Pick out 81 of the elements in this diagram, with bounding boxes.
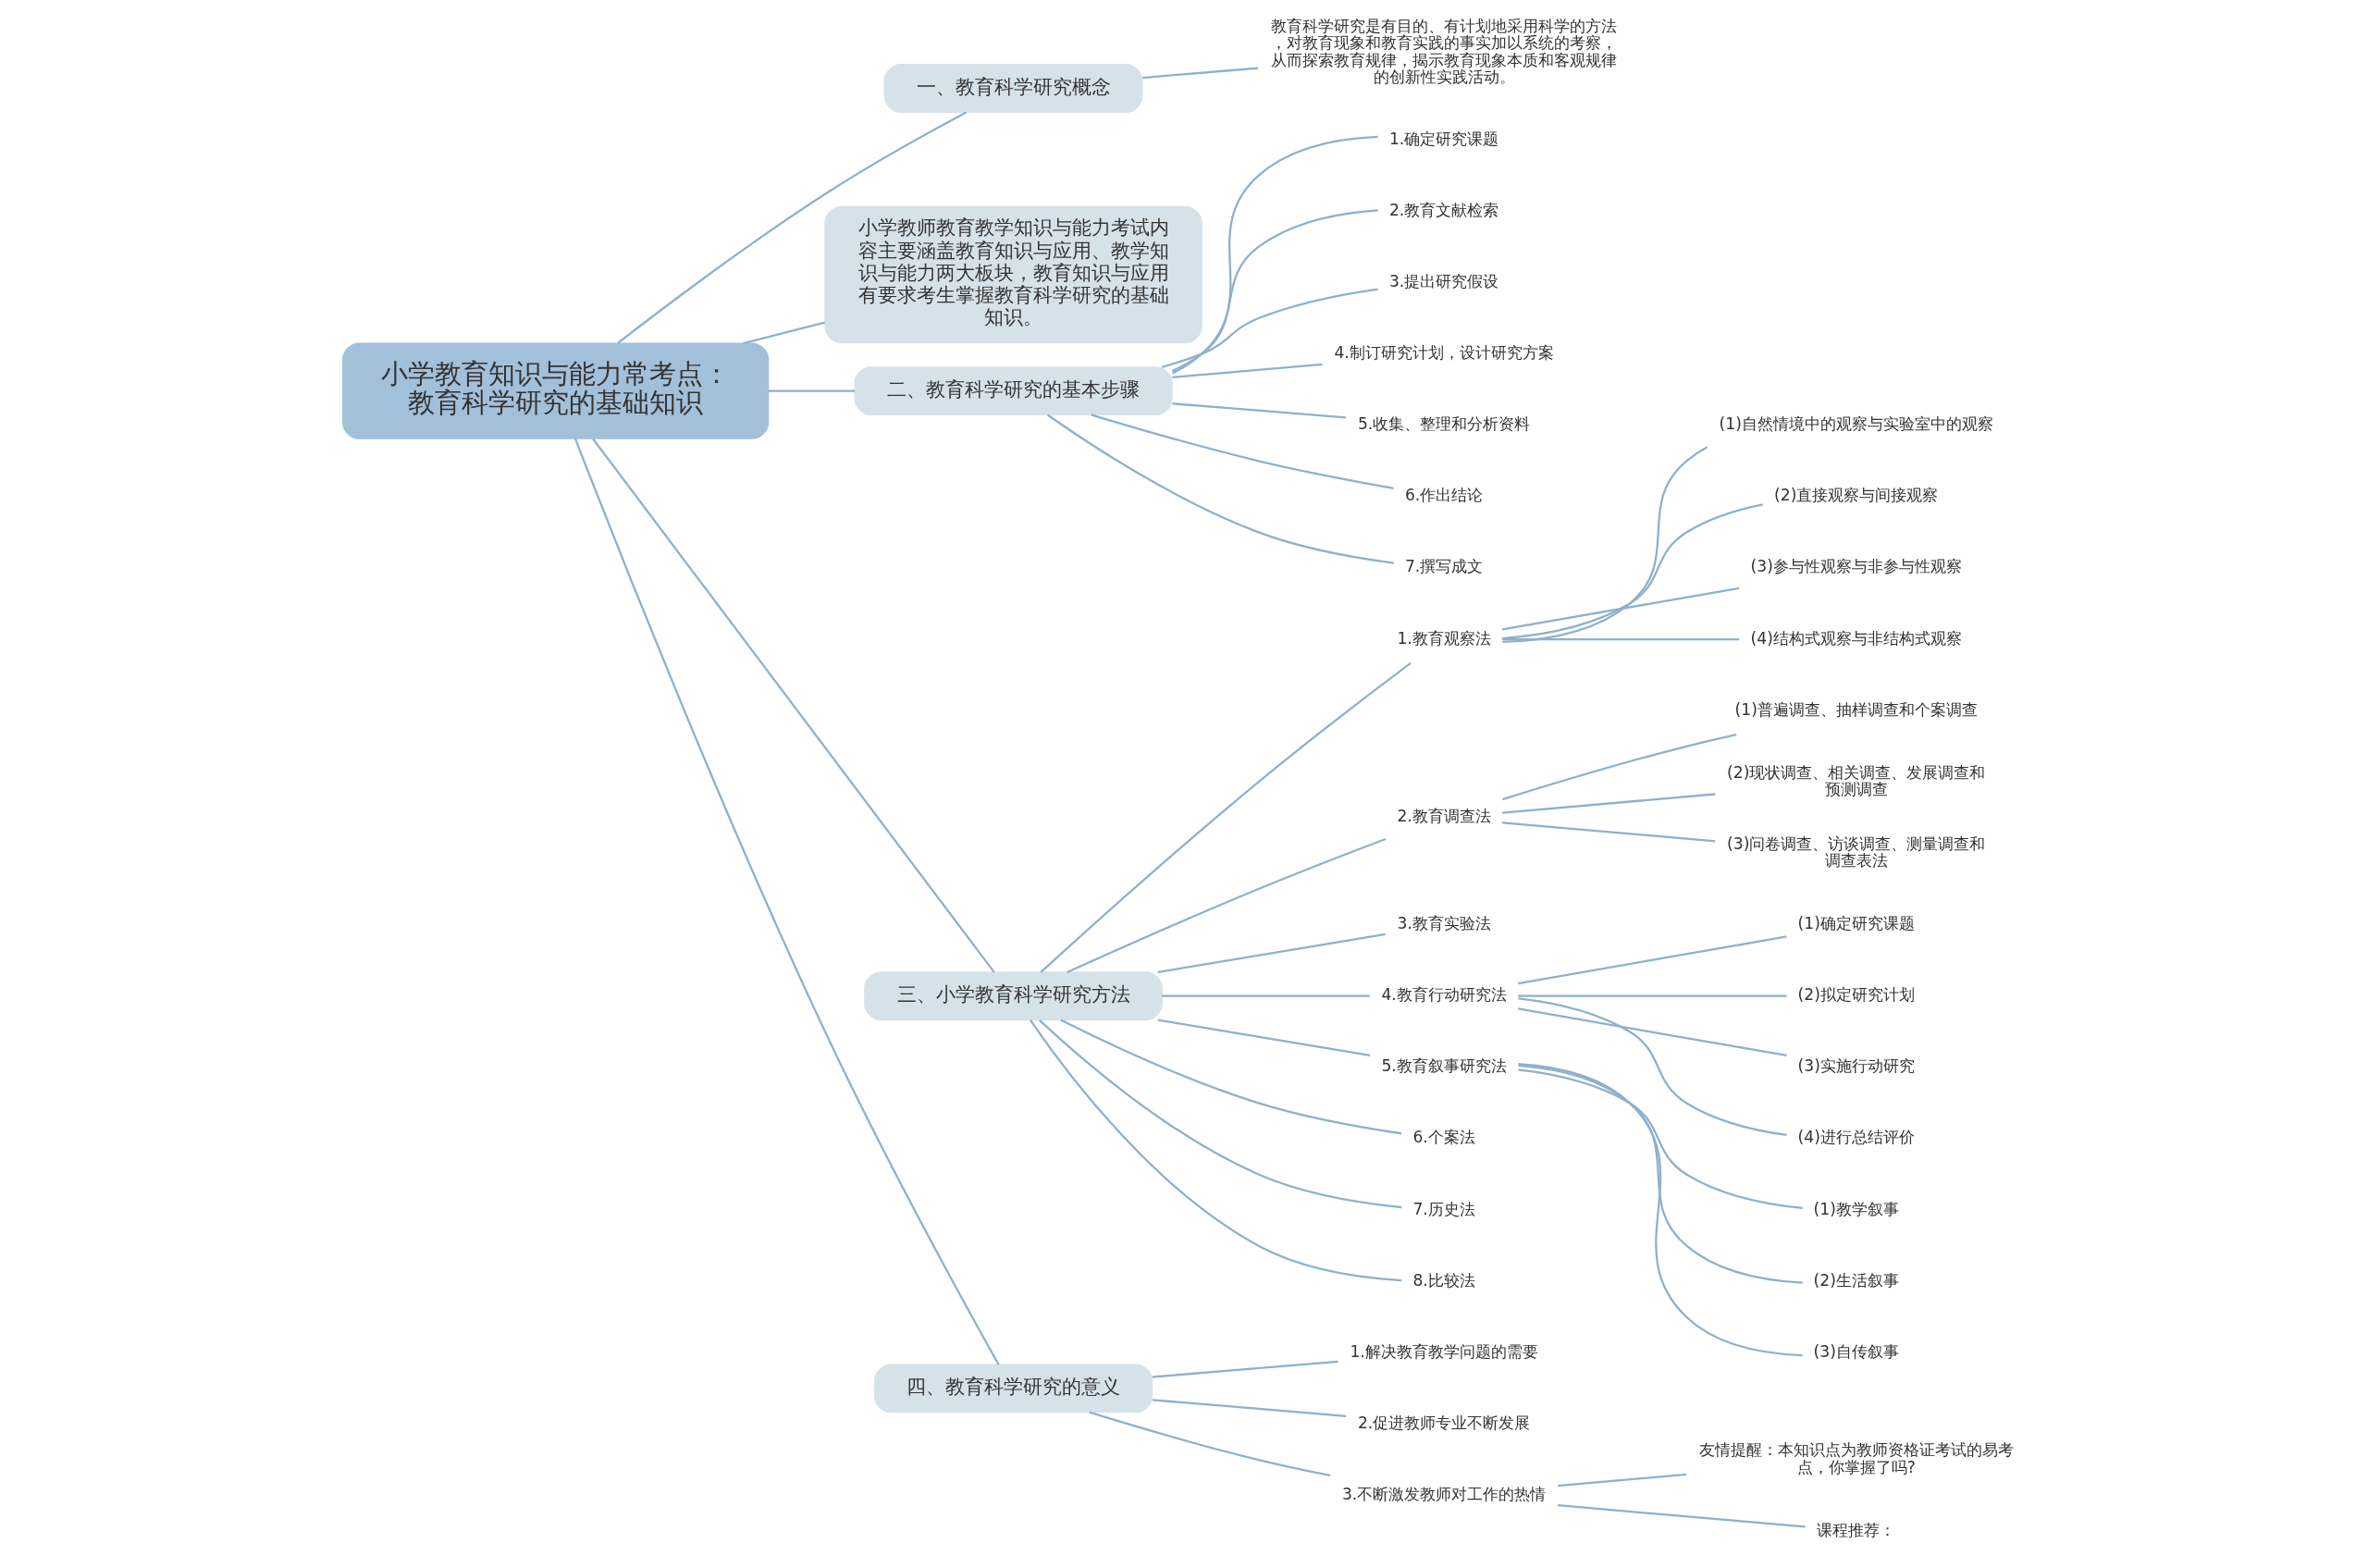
connector bbox=[574, 438, 1000, 1365]
node-text: (4)结构式观察与非结构式观察 bbox=[1750, 628, 1962, 648]
connector bbox=[1501, 733, 1736, 801]
node-text: 友情提醒：本知识点为教师资格证考试的易考点，你掌握了吗? bbox=[1698, 1440, 2014, 1476]
node-text: 1.解决教育教学问题的需要 bbox=[1349, 1341, 1538, 1361]
connector bbox=[1066, 837, 1386, 973]
connector bbox=[1038, 1019, 1401, 1209]
node-text: 2.促进教师专业不断发展 bbox=[1357, 1413, 1530, 1432]
node-box: 一、教育科学研究概念 bbox=[883, 64, 1142, 113]
node-text: (2)直接观察与间接观察 bbox=[1773, 486, 1938, 505]
node-text: (2)生活叙事 bbox=[1813, 1270, 1899, 1290]
connector bbox=[1517, 994, 1786, 997]
connector bbox=[1152, 1360, 1338, 1378]
connector bbox=[1501, 793, 1715, 814]
node-box: 小学教师教育教学知识与能力考试内容主要涵盖教育知识与应用、教学知识与能力两大板块，教育知识与应用有要求考生掌握教育科学研究的基础知识。 bbox=[823, 205, 1202, 344]
node-text: (3)实施行动研究 bbox=[1797, 1056, 1915, 1076]
connector bbox=[1161, 288, 1378, 368]
connector bbox=[1517, 1068, 1803, 1210]
node-text: 7.历史法 bbox=[1412, 1199, 1475, 1218]
connector bbox=[591, 438, 995, 973]
node-text: (3)问卷调查、访谈调查、测量调查和调查表法 bbox=[1726, 833, 1985, 870]
connector bbox=[1161, 994, 1370, 997]
connector bbox=[1171, 135, 1378, 375]
node-text: 2.教育文献检索 bbox=[1388, 200, 1498, 219]
node-text: (1)教学叙事 bbox=[1813, 1199, 1899, 1218]
node-text: (1)自然情境中的观察与实验室中的观察 bbox=[1719, 414, 1993, 434]
node-text: 5.收集、整理和分析资料 bbox=[1357, 414, 1530, 434]
connector bbox=[1517, 997, 1787, 1136]
node-text: 1.教育观察法 bbox=[1396, 628, 1491, 648]
node-text: 2.教育调查法 bbox=[1396, 807, 1491, 826]
connector bbox=[1088, 1411, 1330, 1477]
node-box: 二、教育科学研究的基本步骤 bbox=[853, 366, 1173, 416]
connector bbox=[1157, 932, 1386, 974]
node-text: (1)确定研究课题 bbox=[1797, 914, 1915, 933]
connector bbox=[1501, 446, 1708, 644]
node-text: 3.提出研究假设 bbox=[1388, 271, 1498, 290]
connector bbox=[1059, 1019, 1401, 1135]
connector bbox=[1141, 67, 1258, 80]
node-text: 课程推荐： bbox=[1816, 1520, 1895, 1539]
connector bbox=[768, 389, 855, 392]
connector bbox=[1090, 414, 1394, 489]
node-text: (3)参与性观察与非参与性观察 bbox=[1750, 557, 1962, 576]
node-box: 小学教育知识与能力常考点：教育科学研究的基础知识 bbox=[341, 342, 769, 439]
connector bbox=[742, 321, 825, 345]
node-text: 6.作出结论 bbox=[1404, 486, 1483, 505]
node-text: 教育科学研究是有目的、有计划地采用科学的方法，对教育现象和教育实践的事实加以系统的考察，从而探索教育规律，揭示教育现象本质和客观规律的创新性实践活动。 bbox=[1270, 16, 1617, 87]
connector bbox=[1501, 503, 1763, 640]
connector bbox=[1040, 662, 1412, 973]
connector bbox=[1171, 402, 1346, 419]
connector bbox=[1171, 209, 1378, 372]
node-text: (1)普遍调查、抽样调查和个案调查 bbox=[1734, 699, 1978, 719]
connector bbox=[1517, 1064, 1803, 1284]
connector bbox=[1029, 1019, 1401, 1282]
node-text: 1.确定研究课题 bbox=[1388, 129, 1498, 148]
connector bbox=[1046, 414, 1394, 564]
connector bbox=[1517, 935, 1787, 985]
node-box: 三、小学教育科学研究方法 bbox=[863, 971, 1163, 1021]
node-box: 四、教育科学研究的意义 bbox=[873, 1364, 1153, 1414]
connector bbox=[1501, 586, 1739, 631]
node-text: 3.不断激发教师对工作的热情 bbox=[1341, 1485, 1546, 1504]
connector bbox=[616, 111, 967, 344]
node-text: 7.撰写成文 bbox=[1404, 557, 1483, 576]
connector bbox=[1501, 821, 1715, 843]
connector bbox=[1557, 1473, 1686, 1488]
connector bbox=[1152, 1399, 1346, 1417]
node-text: (3)自传叙事 bbox=[1813, 1341, 1899, 1361]
node-text: (2)现状调查、相关调查、发展调查和预测调查 bbox=[1726, 762, 1985, 799]
node-text: 3.教育实验法 bbox=[1396, 914, 1491, 933]
node-text: 8.比较法 bbox=[1412, 1270, 1475, 1290]
node-text: 4.制订研究计划，设计研究方案 bbox=[1333, 343, 1554, 363]
connector bbox=[1557, 1504, 1806, 1528]
node-text: (2)拟定研究计划 bbox=[1797, 985, 1915, 1005]
connector bbox=[1157, 1019, 1370, 1056]
connector bbox=[1517, 1063, 1803, 1357]
connector bbox=[1501, 637, 1739, 641]
node-text: 5.教育叙事研究法 bbox=[1380, 1056, 1507, 1076]
node-text: 6.个案法 bbox=[1412, 1128, 1475, 1147]
connector bbox=[1171, 363, 1323, 378]
node-text: (4)进行总结评价 bbox=[1797, 1128, 1915, 1147]
connector bbox=[1517, 1007, 1787, 1057]
node-text: 4.教育行动研究法 bbox=[1380, 985, 1507, 1005]
